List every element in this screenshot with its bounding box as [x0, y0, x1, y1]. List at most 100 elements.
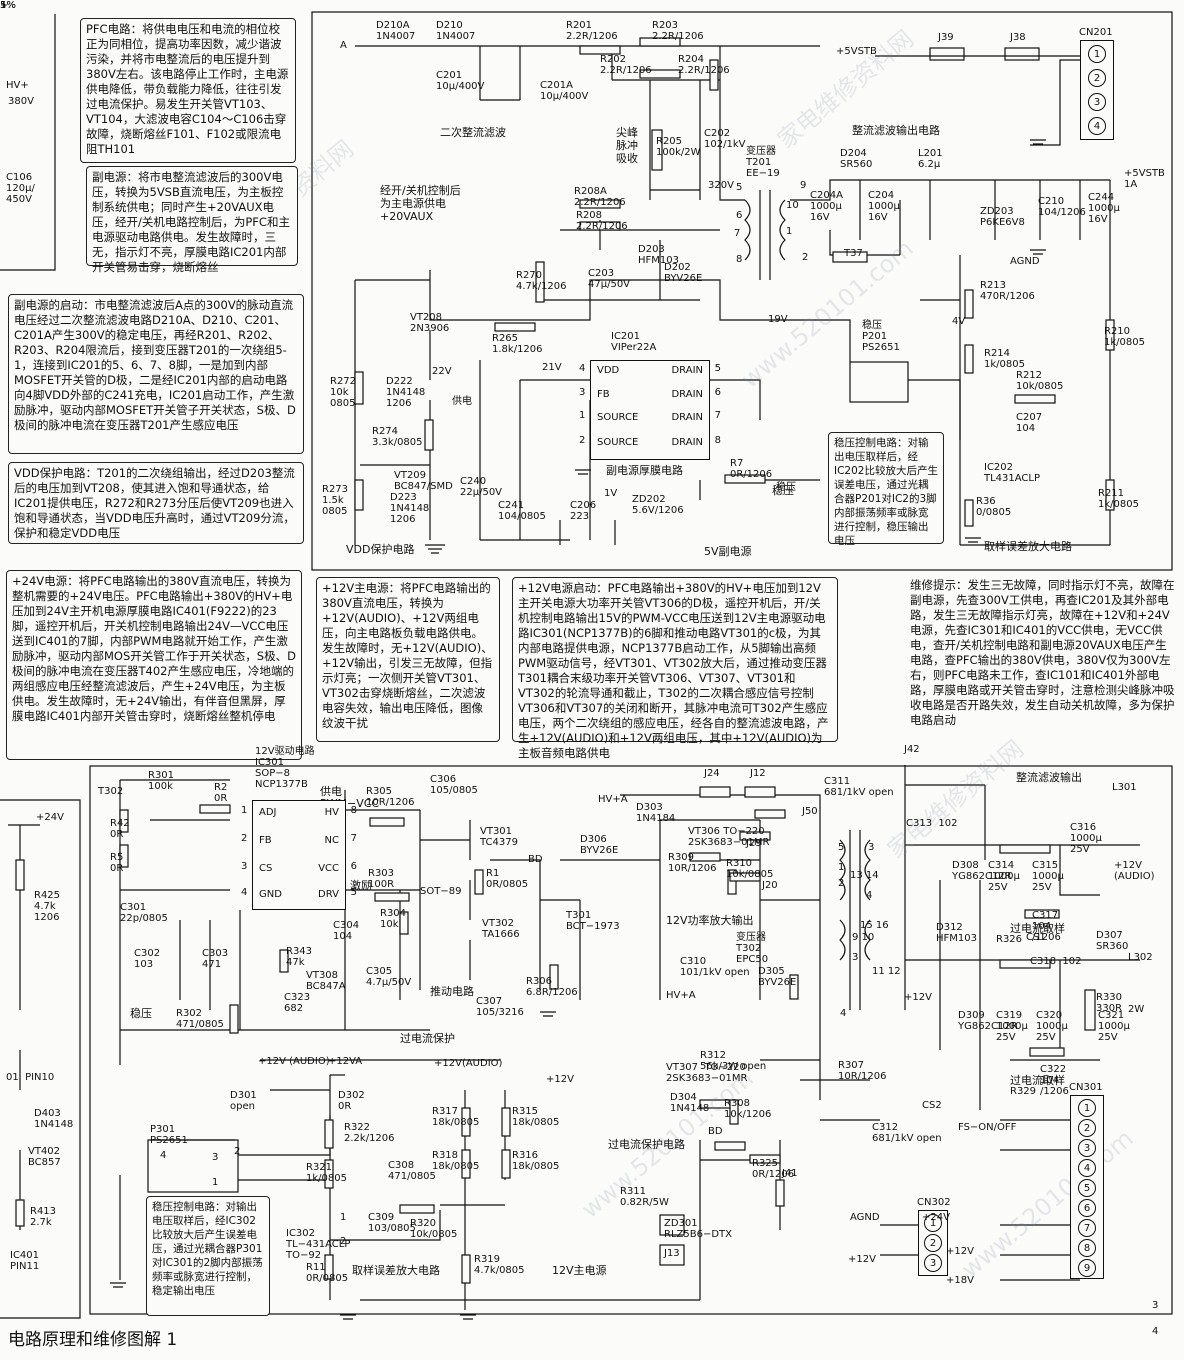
- component-label: A: [340, 40, 347, 51]
- component-label: D204 SR560: [840, 148, 873, 170]
- component-label: C302 103: [134, 948, 161, 970]
- component-label: 11 12: [872, 966, 901, 977]
- cn301-pin: 6: [1078, 1199, 1096, 1217]
- ic301-pinnum: 8: [350, 805, 357, 816]
- oc-sample-label: 过电流取样: [1010, 922, 1065, 935]
- component-label: IC302 TL−431ACLP TO−92: [286, 1228, 351, 1261]
- cn301-pin: 9: [1078, 1259, 1096, 1277]
- component-label: R305 10R/1206: [366, 786, 415, 808]
- component-label: IC401 PIN11: [10, 1250, 40, 1272]
- component-label: +24V: [36, 812, 64, 823]
- component-label: D308 YG862C12R: [952, 860, 1012, 882]
- component-label: FS−ON/OFF: [958, 1122, 1017, 1133]
- cn301-name: CN301: [1069, 1082, 1103, 1093]
- component-label: T301 BCT−1973: [566, 910, 620, 932]
- ic301-pin-fb: FB: [259, 835, 272, 846]
- component-label: R317 18k/0805: [432, 1106, 480, 1128]
- ic301-pinnum: 2: [241, 833, 248, 844]
- component-label: R208 2.2R/1206: [576, 210, 628, 232]
- component-label: R413 2.7k: [30, 1206, 57, 1228]
- ic301-pin-cs: CS: [259, 863, 273, 874]
- component-label: C316 1000μ 25V: [1070, 822, 1102, 855]
- component-label: VT402 BC857: [28, 1146, 61, 1168]
- component-label: R7 0R/1206: [730, 458, 773, 480]
- component-label: D303 1N4184: [636, 802, 676, 824]
- component-label: T37: [844, 248, 863, 259]
- component-label: 15 16: [860, 920, 889, 931]
- excite-label: 激励: [350, 879, 372, 892]
- hv-label: HV+: [6, 80, 29, 91]
- ic201-pin-vdd: VDD: [597, 365, 620, 376]
- component-label: VT208 2N3906: [410, 312, 450, 334]
- v24-note: +24V电源：将PFC电路输出的380V直流电压，转换为整机需要的+24V电压。…: [6, 570, 302, 760]
- component-label: CS1: [1026, 932, 1046, 943]
- oc-sample2-label: 过电流取样: [1010, 1074, 1065, 1087]
- component-label: 13 14: [850, 870, 879, 881]
- component-label: C315 1000μ 25V: [1032, 860, 1064, 893]
- component-label: AGND: [850, 1212, 880, 1223]
- component-label: 2: [234, 1146, 241, 1157]
- component-label: P301 PS2651: [150, 1124, 188, 1146]
- component-label: +5VSTB: [836, 46, 877, 57]
- component-label: SOT−89: [420, 886, 462, 897]
- component-label: R329: [1010, 1086, 1037, 1097]
- component-label: R213 470R/1206: [980, 280, 1035, 302]
- component-label: R303 100R: [368, 868, 395, 890]
- component-label: R310 10k/0805: [726, 858, 774, 880]
- component-label: J50: [802, 806, 818, 817]
- component-label: +12V: [848, 1254, 876, 1265]
- component-label: C210 104/1206: [1038, 196, 1086, 218]
- component-label: 供电: [452, 396, 472, 407]
- ic301-pinnum: 6: [350, 861, 357, 872]
- v5-aux-label: 5V副电源: [704, 545, 752, 558]
- component-label: AGND: [1010, 256, 1040, 267]
- component-label: +12V: [546, 1074, 574, 1085]
- component-label: BD: [528, 854, 543, 865]
- component-label: 1V: [604, 488, 618, 499]
- aux-startup-note: 副电源的启动：市电整流滤波后A点的300V的脉动直流电压经过二次整流滤波电路D2…: [8, 294, 304, 454]
- ic301-pin-gnd: GND: [259, 889, 282, 900]
- component-label: R312 56k/3W open: [700, 1050, 767, 1072]
- cn301-pin: 1: [1078, 1099, 1096, 1117]
- component-label: D210A 1N4007: [376, 20, 416, 42]
- component-label: J42: [904, 744, 920, 755]
- component-label: 1: [786, 226, 793, 237]
- component-label: D210 1N4007: [436, 20, 476, 42]
- component-label: R201 2.2R/1206: [566, 20, 618, 42]
- secondary-filter-label: 二次整流滤波: [440, 126, 506, 139]
- component-label: 1: [340, 1212, 347, 1223]
- component-label: VT307 TO−220 2SK3683−01MR: [666, 1062, 748, 1084]
- component-label: 2: [802, 252, 809, 263]
- component-label: ZD202 5.6V/1206: [632, 494, 684, 516]
- component-label: R301 100k: [148, 770, 175, 792]
- component-label: 21V: [542, 362, 562, 373]
- component-label: R308 10k/1206: [724, 1098, 772, 1120]
- bottom-frame: [89, 765, 1173, 1315]
- cn301-pin: 5: [1078, 1179, 1096, 1197]
- component-label: D223 1N4148 1206: [390, 492, 430, 525]
- component-label: C323 682: [284, 992, 311, 1014]
- c106-label: C106 120μ/ 450V: [6, 172, 35, 205]
- component-label: C308 471/0805: [388, 1160, 436, 1182]
- component-label: C204 1000μ 16V: [868, 190, 900, 223]
- overcurrent-label: 过电流保护: [400, 1032, 455, 1045]
- aux-thick-film-label: 副电源厚膜电路: [606, 464, 683, 477]
- component-label: R325 0R/1206: [752, 1158, 795, 1180]
- ic301-pinnum: 7: [350, 833, 357, 844]
- component-label: 19V: [768, 314, 788, 325]
- component-label: R309 10R/1206: [668, 852, 717, 874]
- component-label: C321 1000μ 25V: [1098, 1010, 1130, 1043]
- component-label: HV+A: [598, 794, 628, 805]
- component-label: +24V: [922, 1212, 950, 1223]
- component-label: ZD203 P6KE6V8: [980, 206, 1025, 228]
- component-label: R425 4.7k 1206: [34, 890, 61, 923]
- component-label: D304 1N4148: [670, 1092, 710, 1114]
- v12-startup-note: +12V电源启动：PFC电路输出+380V的HV+电压加到12V主开关电源大功率…: [512, 577, 838, 760]
- component-label: R42 0R: [110, 818, 130, 840]
- cn201-name: CN201: [1079, 27, 1113, 38]
- ic301-pin-vcc: VCC: [318, 863, 339, 874]
- cn301-pin: 2: [1078, 1119, 1096, 1137]
- component-label: R306 6.8R/1206: [526, 976, 578, 998]
- component-label: 8: [736, 254, 743, 265]
- component-label: 4: [840, 1008, 847, 1019]
